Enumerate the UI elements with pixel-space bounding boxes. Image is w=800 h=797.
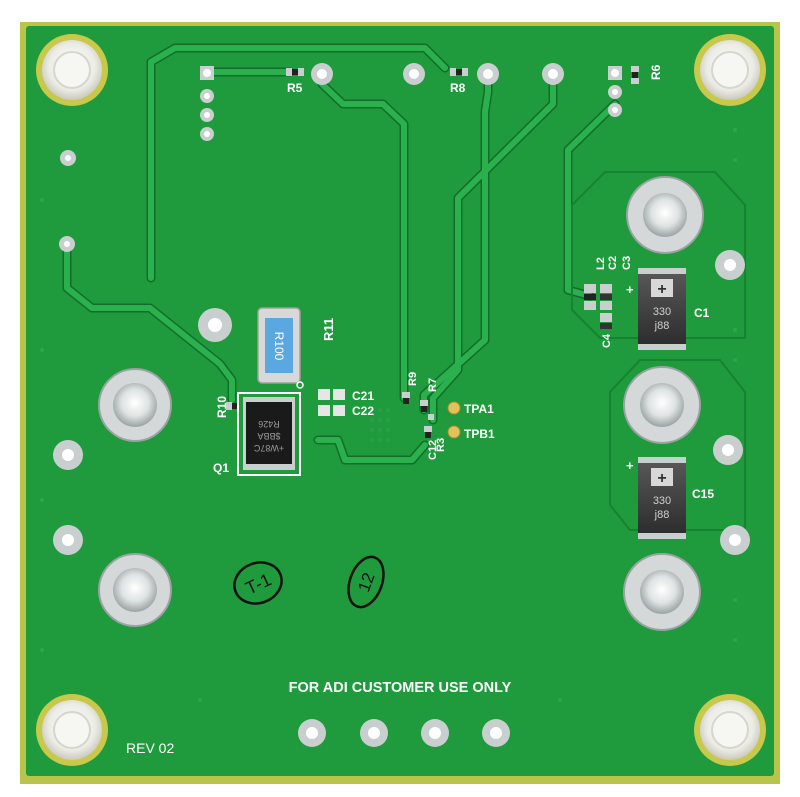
silkscreen-labels: R5 R8 R6 R11 R10 R9 R7 R3 C12 C21 C22 TP… [126, 64, 714, 756]
label-r10: R10 [215, 396, 229, 418]
resistor-r3 [424, 426, 432, 438]
label-r11: R11 [321, 318, 336, 341]
resistor-r6 [631, 66, 639, 84]
test-points [428, 401, 461, 439]
label-c22: C22 [352, 404, 374, 418]
c15-marking-2: j88 [654, 509, 670, 521]
label-c2: C2 [607, 256, 619, 270]
c1-marking-1: 330 [653, 306, 671, 318]
shunt-resistor-r11: R100 [257, 307, 304, 389]
label-plus-c15: + [626, 458, 634, 473]
label-c3: C3 [621, 256, 633, 270]
power-plane-outline [571, 171, 746, 531]
resistor-r10 [226, 402, 238, 410]
c1-polarity-mark: + [657, 281, 666, 298]
label-q1: Q1 [213, 461, 229, 475]
standoff-bottom-right [694, 694, 766, 766]
shunt-marking: R100 [272, 332, 286, 361]
label-c12: C12 [427, 440, 439, 460]
label-r8: R8 [450, 81, 466, 95]
header-pins-left [200, 66, 214, 141]
label-tpa1: TPA1 [464, 402, 494, 416]
terminal-right-bottom [623, 553, 701, 631]
standoff-top-right [694, 34, 766, 106]
footer-notice: FOR ADI CUSTOMER USE ONLY [289, 680, 512, 696]
label-plus-c1: + [626, 282, 634, 297]
label-l2: L2 [595, 257, 607, 270]
terminal-right-mid [623, 366, 701, 444]
label-r3: R3 [435, 438, 447, 452]
capacitors-c21-c22 [318, 389, 345, 416]
label-tpb1: TPB1 [464, 427, 495, 441]
label-c21: C21 [352, 389, 374, 403]
smd-resistors [226, 66, 639, 438]
resistor-r8 [450, 68, 468, 76]
c15-polarity-mark: + [657, 470, 666, 487]
mosfet-marking-1: R426 [258, 419, 280, 429]
revision-label: REV 02 [126, 740, 174, 756]
c1-marking-2: j88 [654, 320, 670, 332]
bottom-connector-pads [298, 719, 510, 747]
label-r6: R6 [649, 64, 663, 80]
board-solder-mask [26, 26, 774, 776]
inductor-l2-group [584, 284, 612, 329]
resistor-r5 [286, 68, 304, 76]
label-c1: C1 [694, 306, 710, 320]
label-c15: C15 [692, 487, 714, 501]
terminal-left-lower [98, 553, 172, 627]
mosfet-marking-3: +W87C [253, 443, 284, 453]
capacitor-c1: + 330 j88 [638, 268, 686, 350]
terminal-left-upper [98, 368, 172, 442]
small-pad-group [53, 63, 750, 555]
trace-group [62, 43, 620, 465]
label-r5: R5 [287, 81, 303, 95]
mosfet-q1: R426 $BBA +W87C [237, 392, 301, 476]
standoff-top-left [36, 34, 108, 106]
label-r7: R7 [427, 378, 439, 392]
via-array [370, 408, 390, 442]
c15-marking-1: 330 [653, 495, 671, 507]
header-pins-right [608, 66, 622, 117]
edge-vias [40, 128, 737, 702]
mosfet-marking-2: $BBA [257, 431, 280, 441]
label-r9: R9 [407, 372, 419, 386]
terminal-right-top [626, 176, 704, 254]
standoff-bottom-left [36, 694, 108, 766]
resistor-r7 [420, 400, 428, 412]
label-c4: C4 [601, 333, 613, 348]
capacitor-c15: + 330 j88 [638, 457, 686, 539]
resistor-r9 [402, 392, 410, 404]
